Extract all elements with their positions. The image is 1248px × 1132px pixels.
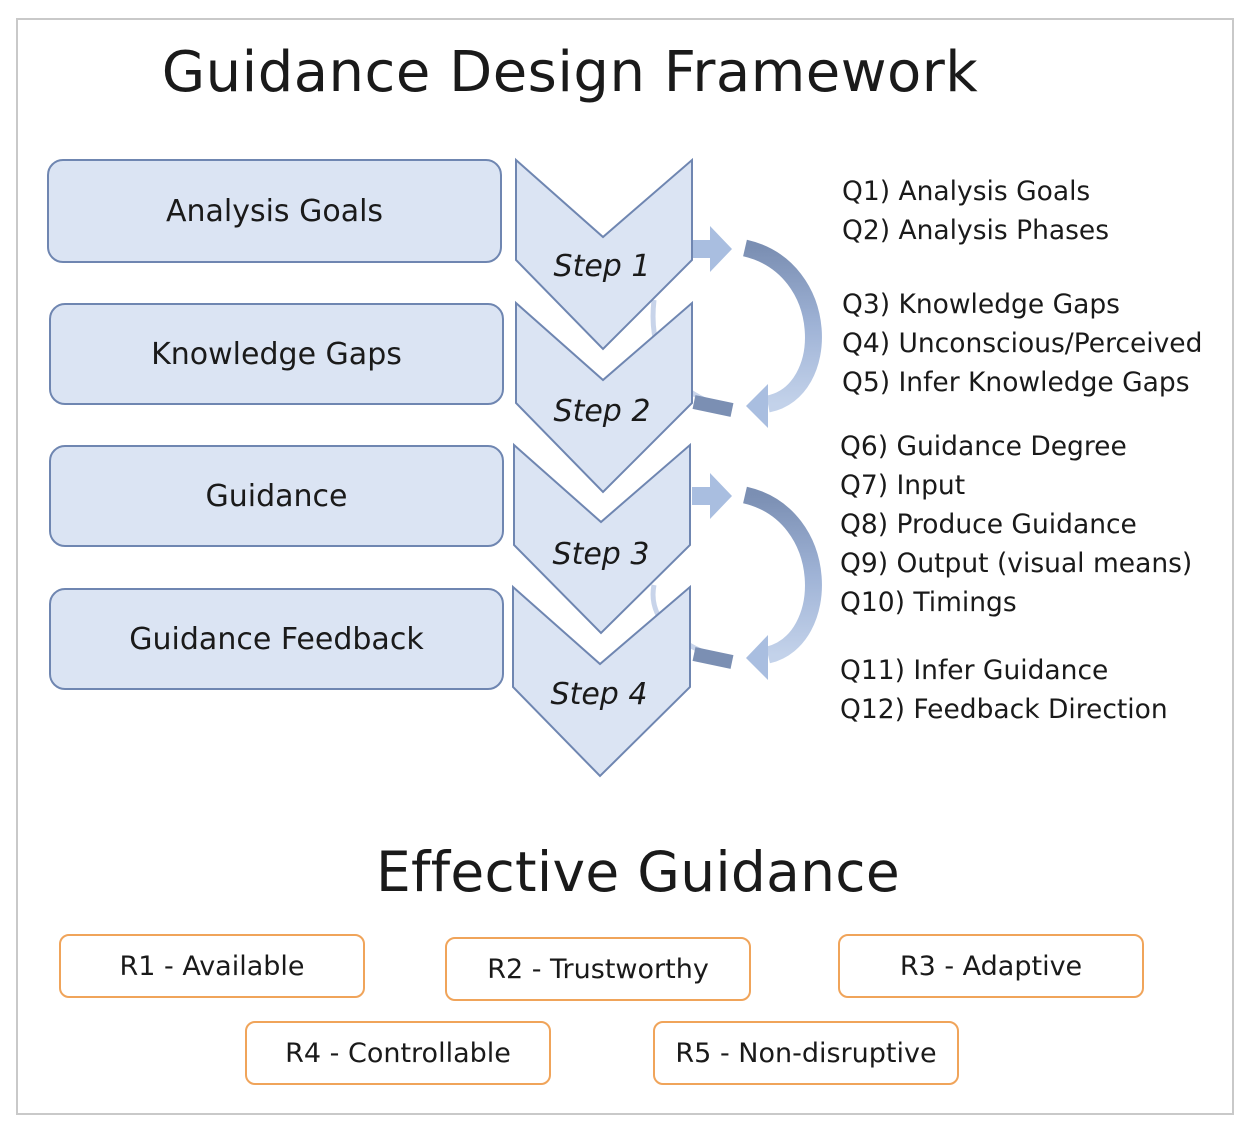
- question-item: Q6) Guidance Degree: [840, 431, 1127, 462]
- step-4-label: Step 4: [551, 677, 648, 712]
- stage-knowledge-gaps: Knowledge Gaps: [49, 303, 504, 405]
- requirement-r3: R3 - Adaptive: [838, 934, 1144, 998]
- question-item: Q7) Input: [840, 470, 966, 501]
- chevron-step-4: [512, 584, 691, 778]
- diagram-title: Guidance Design Framework: [161, 40, 979, 105]
- stage-guidance: Guidance: [49, 445, 504, 547]
- question-group-1: Q1) Analysis Goals Q2) Analysis Phases: [842, 172, 1109, 250]
- cycle-arc-bottom: [742, 486, 822, 664]
- question-item: Q12) Feedback Direction: [840, 694, 1168, 725]
- stage-analysis-goals: Analysis Goals: [47, 159, 502, 263]
- requirement-r1: R1 - Available: [59, 934, 365, 998]
- requirement-r2: R2 - Trustworthy: [445, 937, 751, 1001]
- question-group-2: Q3) Knowledge Gaps Q4) Unconscious/Perce…: [842, 285, 1202, 402]
- cycle-entry-arrow-bottom: [692, 473, 732, 519]
- question-item: Q1) Analysis Goals: [842, 176, 1091, 207]
- chevron-step-1: [515, 157, 693, 351]
- requirement-r4: R4 - Controllable: [245, 1021, 551, 1085]
- question-item: Q8) Produce Guidance: [840, 509, 1137, 540]
- question-item: Q2) Analysis Phases: [842, 215, 1110, 246]
- cycle-arrowhead-top: [746, 384, 768, 428]
- question-item: Q11) Infer Guidance: [840, 655, 1109, 686]
- stage-guidance-feedback: Guidance Feedback: [49, 588, 504, 690]
- step-1-label: Step 1: [554, 249, 651, 284]
- chevron-step-2: [515, 300, 693, 494]
- cycle-arc-top: [742, 239, 822, 413]
- requirement-r5: R5 - Non-disruptive: [653, 1021, 959, 1085]
- cycle-tail-dark-top: [692, 395, 734, 417]
- cycle-entry-arrow-top: [692, 226, 732, 272]
- question-item: Q10) Timings: [840, 587, 1017, 618]
- step-2-label: Step 2: [554, 394, 651, 429]
- question-group-4: Q11) Infer Guidance Q12) Feedback Direct…: [840, 651, 1168, 729]
- step-3-label: Step 3: [553, 537, 650, 572]
- cycle-arrowhead-bottom: [746, 635, 768, 680]
- question-item: Q3) Knowledge Gaps: [842, 289, 1120, 320]
- effective-guidance-title: Effective Guidance: [376, 840, 900, 904]
- question-item: Q5) Infer Knowledge Gaps: [842, 367, 1190, 398]
- question-item: Q4) Unconscious/Perceived: [842, 328, 1203, 359]
- cycle-tail-dark-bottom: [692, 647, 734, 669]
- question-item: Q9) Output (visual means): [840, 548, 1193, 579]
- chevron-step-3: [513, 442, 691, 635]
- question-group-3: Q6) Guidance Degree Q7) Input Q8) Produc…: [840, 427, 1192, 622]
